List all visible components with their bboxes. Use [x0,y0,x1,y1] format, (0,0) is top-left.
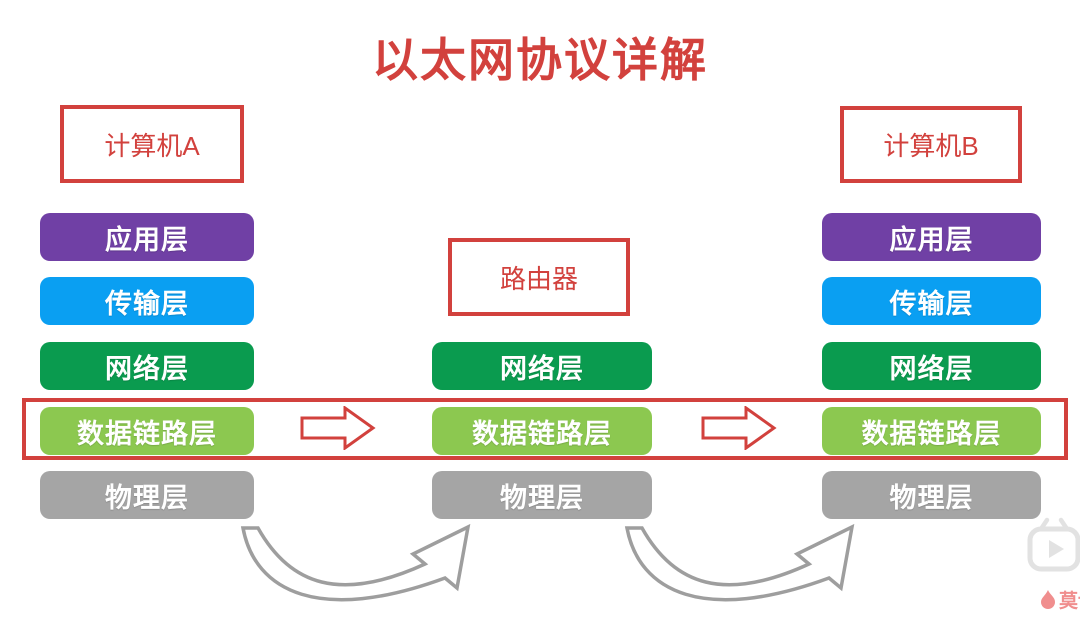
datalink-row-highlight-rect [22,398,1068,460]
computer-a-box: 计算机A [60,105,244,183]
router-label: 路由器 [499,263,578,294]
computer-b-datalink-layer: 数据链路层 [822,407,1041,455]
computer-a-transport-layer: 传输层 [40,277,254,325]
watermark: 莫讠 [1040,586,1080,613]
computer-a-label: 计算机A [104,130,200,161]
flame-icon [1041,589,1055,609]
router-network-layer: 网络层 [432,342,652,390]
computer-b-box: 计算机B [840,106,1022,183]
router-box: 路由器 [448,238,630,316]
computer-b-network-layer: 网络层 [822,342,1041,390]
computer-b-transport-layer: 传输层 [822,277,1041,325]
curved-swoosh-arrow-icon [624,523,855,602]
page-title: 以太网协议详解 [372,34,708,86]
computer-b-physical-layer: 物理层 [822,471,1041,519]
computer-b-label: 计算机B [883,131,979,161]
computer-b-application-layer: 应用层 [822,213,1041,261]
router-physical-layer: 物理层 [432,471,652,519]
computer-a-network-layer: 网络层 [40,342,254,390]
flow-right-arrow-icon [701,406,777,450]
curved-swoosh-arrow-icon [240,523,471,602]
router-datalink-layer: 数据链路层 [432,407,652,455]
computer-a-datalink-layer: 数据链路层 [40,407,254,455]
flow-right-arrow-icon [300,406,376,450]
computer-a-physical-layer: 物理层 [40,471,254,519]
tv-play-icon [1027,517,1080,572]
watermark-text: 莫讠 [1059,591,1080,612]
computer-a-application-layer: 应用层 [40,213,254,261]
